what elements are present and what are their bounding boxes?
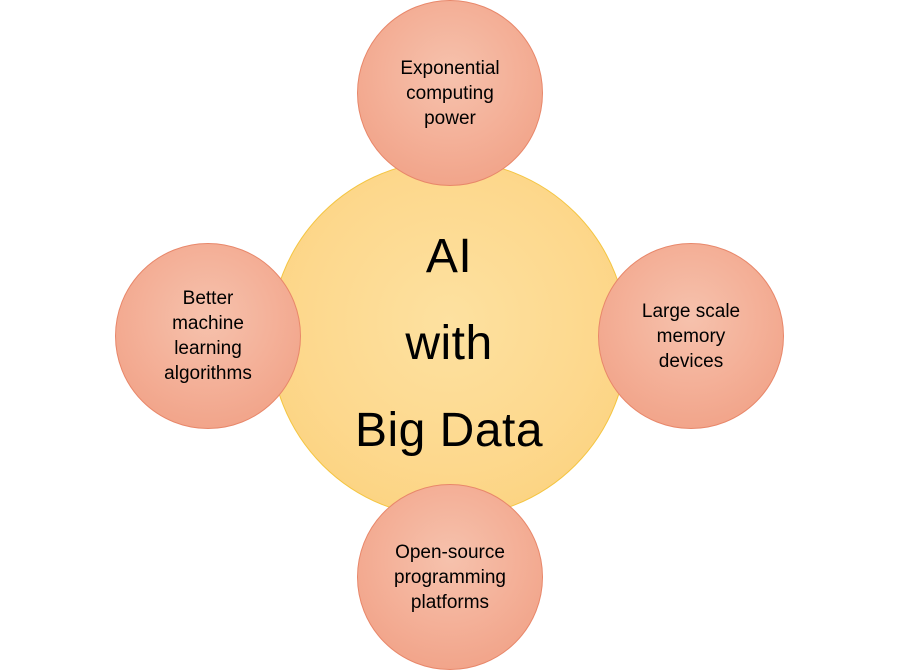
node-label-line: machine — [172, 313, 244, 334]
node-label-line: programming — [394, 566, 506, 588]
node-label: Large scale memory devices — [642, 299, 740, 374]
center-label-line-with: with — [405, 316, 493, 370]
node-label-line: power — [424, 107, 476, 129]
node-label-line: devices — [658, 350, 724, 372]
center-label-line-ai: AI — [425, 229, 473, 283]
node-open-source-programming-platforms: Open-source programming platforms — [357, 484, 543, 670]
center-label-line-big-data: Big Data — [354, 403, 544, 457]
node-label: Exponential computing power — [400, 56, 499, 131]
node-label-line: Large scale — [641, 300, 741, 322]
node-large-scale-memory-devices: Large scale memory devices — [598, 243, 784, 429]
node-better-ml-algorithms: Better machine learning algorithms — [115, 243, 301, 429]
node-exponential-computing-power: Exponential computing power — [357, 0, 543, 186]
node-label-line: algorithms — [164, 363, 252, 384]
node-label: Open-source programming platforms — [394, 540, 506, 615]
center-label: AI with Big Data — [355, 213, 543, 474]
node-label-line: Open-source — [395, 541, 505, 563]
center-circle: AI with Big Data — [270, 160, 628, 518]
node-label: Better machine learning algorithms — [164, 286, 252, 386]
node-label-line: memory — [656, 325, 726, 347]
node-label-line: platforms — [410, 591, 490, 613]
node-label-line: learning — [174, 338, 242, 359]
node-label-line: computing — [406, 82, 494, 104]
node-label-line: Better — [182, 288, 234, 309]
node-label-line: Exponential — [400, 57, 500, 79]
